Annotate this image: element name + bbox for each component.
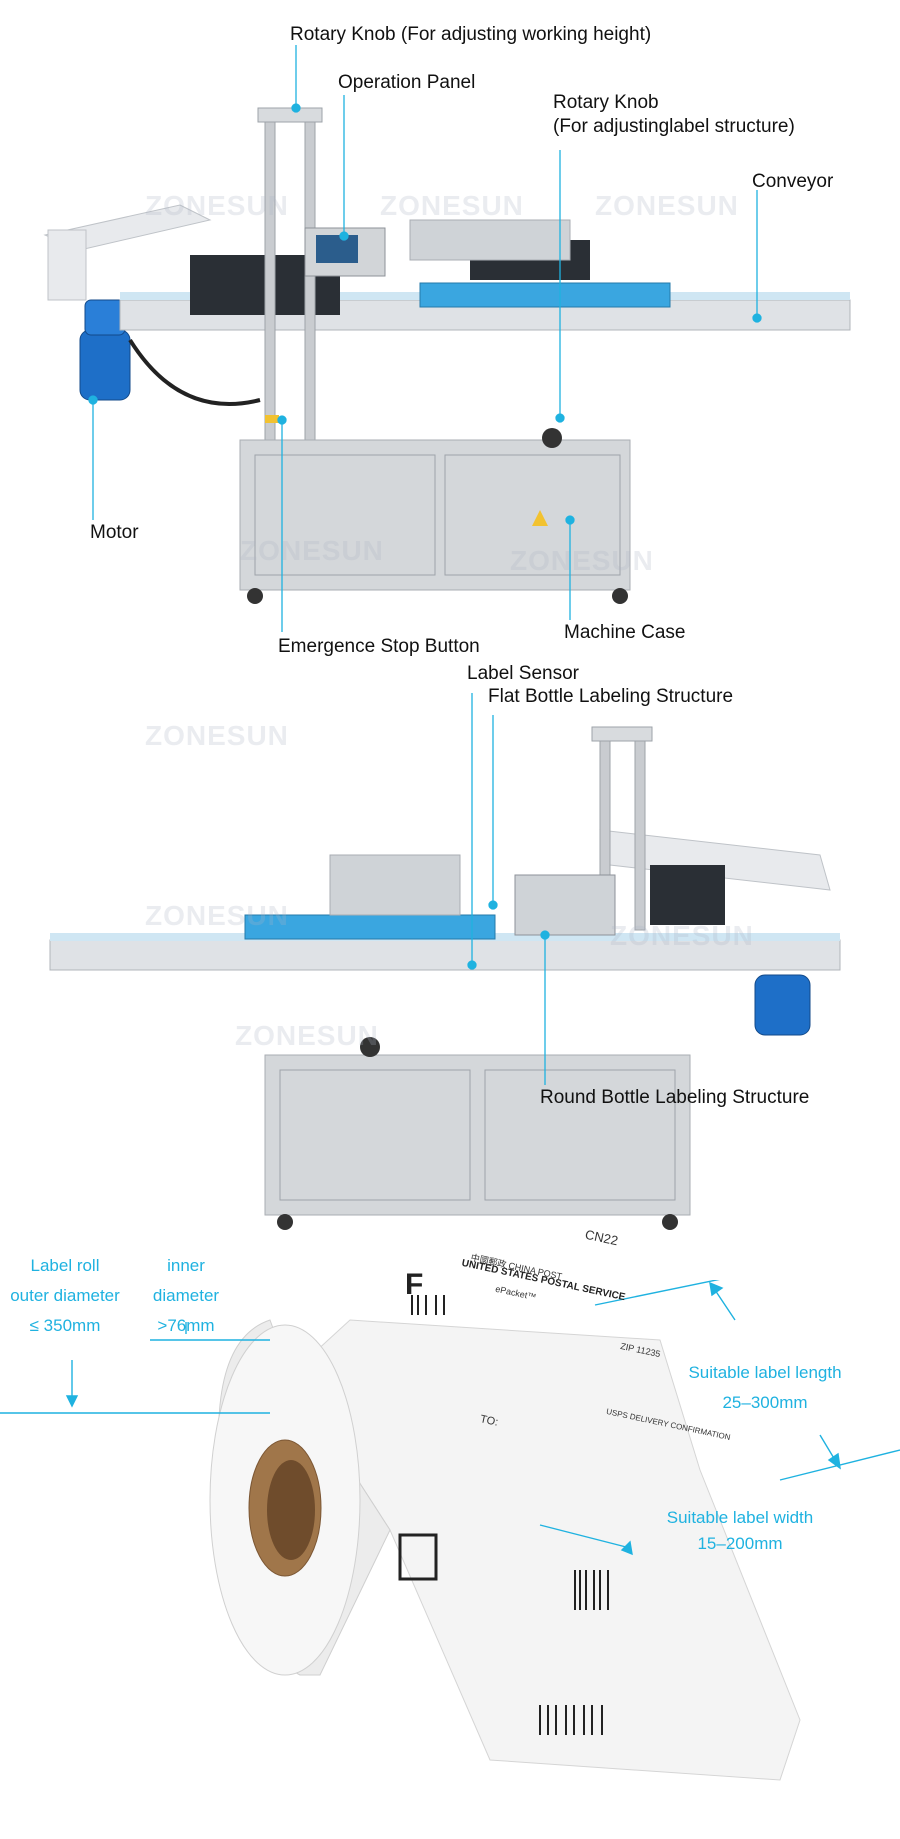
machine-front-illustration: [43, 45, 851, 632]
watermark: ZONESUN: [145, 900, 289, 931]
label-width-line-2: 15–200mm: [697, 1534, 783, 1553]
watermark: ZONESUN: [240, 535, 384, 566]
watermark: ZONESUN: [145, 190, 289, 221]
label-length-line-2: 25–300mm: [722, 1393, 808, 1412]
motor-body: [79, 329, 131, 401]
conveyor-belt: [49, 939, 841, 971]
callout-round-bottle-structure: Round Bottle Labeling Structure: [540, 1087, 810, 1108]
watermark: ZONESUN: [380, 190, 524, 221]
watermark: ZONESUN: [610, 920, 754, 951]
callout-rotary-knob-label-2: (For adjustinglabel structure): [553, 116, 795, 137]
machine-rear-illustration: [49, 693, 841, 1230]
watermark: ZONESUN: [595, 190, 739, 221]
callout-operation-panel: Operation Panel: [338, 72, 476, 93]
label-length-line-1: Suitable label length: [688, 1363, 842, 1382]
outer-diameter-line-2: outer diameter: [10, 1286, 120, 1305]
callout-rotary-knob-height: Rotary Knob (For adjusting working heigh…: [290, 24, 652, 45]
outer-diameter-line-1: Label roll: [30, 1256, 100, 1275]
bottles-on-conveyor: [244, 914, 496, 940]
callout-motor: Motor: [90, 522, 139, 543]
callout-emergency-stop: Emergence Stop Button: [278, 636, 480, 657]
inner-diameter-line-2: diameter: [152, 1286, 220, 1305]
watermark: ZONESUN: [145, 720, 289, 751]
outer-diameter-line-3: ≤ 350mm: [29, 1316, 101, 1335]
callout-label-sensor: Label Sensor: [467, 663, 579, 684]
callout-conveyor: Conveyor: [752, 171, 834, 192]
callout-flat-bottle-structure: Flat Bottle Labeling Structure: [488, 686, 734, 707]
machine-case: [264, 1054, 691, 1216]
round-bottle-labeling-head: [514, 874, 616, 936]
machine-front-view-panel: ZONESUN ZONESUN ZONESUN ZONESUN ZONESUN …: [0, 0, 900, 665]
machine-rear-view-panel: ZONESUN ZONESUN ZONESUN ZONESUN Label Se…: [0, 663, 900, 1280]
inner-diameter-line-3: >76mm: [157, 1316, 215, 1335]
flat-bottle-labeling-head: [329, 854, 461, 916]
unwinder-arm: [47, 229, 87, 301]
watermark: ZONESUN: [235, 1020, 379, 1051]
label-stamp-box: [398, 1533, 438, 1581]
label-width-line-1: Suitable label width: [666, 1508, 814, 1527]
watermark: ZONESUN: [510, 545, 654, 576]
callout-rotary-knob-label-1: Rotary Knob: [553, 92, 659, 113]
inner-diameter-line-1: inner: [167, 1256, 205, 1275]
label-stamp-letter: F: [405, 1268, 424, 1301]
callout-machine-case: Machine Case: [564, 622, 686, 643]
motor-body: [754, 974, 811, 1036]
label-roll-illustration: [0, 1280, 900, 1781]
label-roll-spec-panel: Label roll outer diameter ≤ 350mm inner …: [0, 1227, 900, 1839]
